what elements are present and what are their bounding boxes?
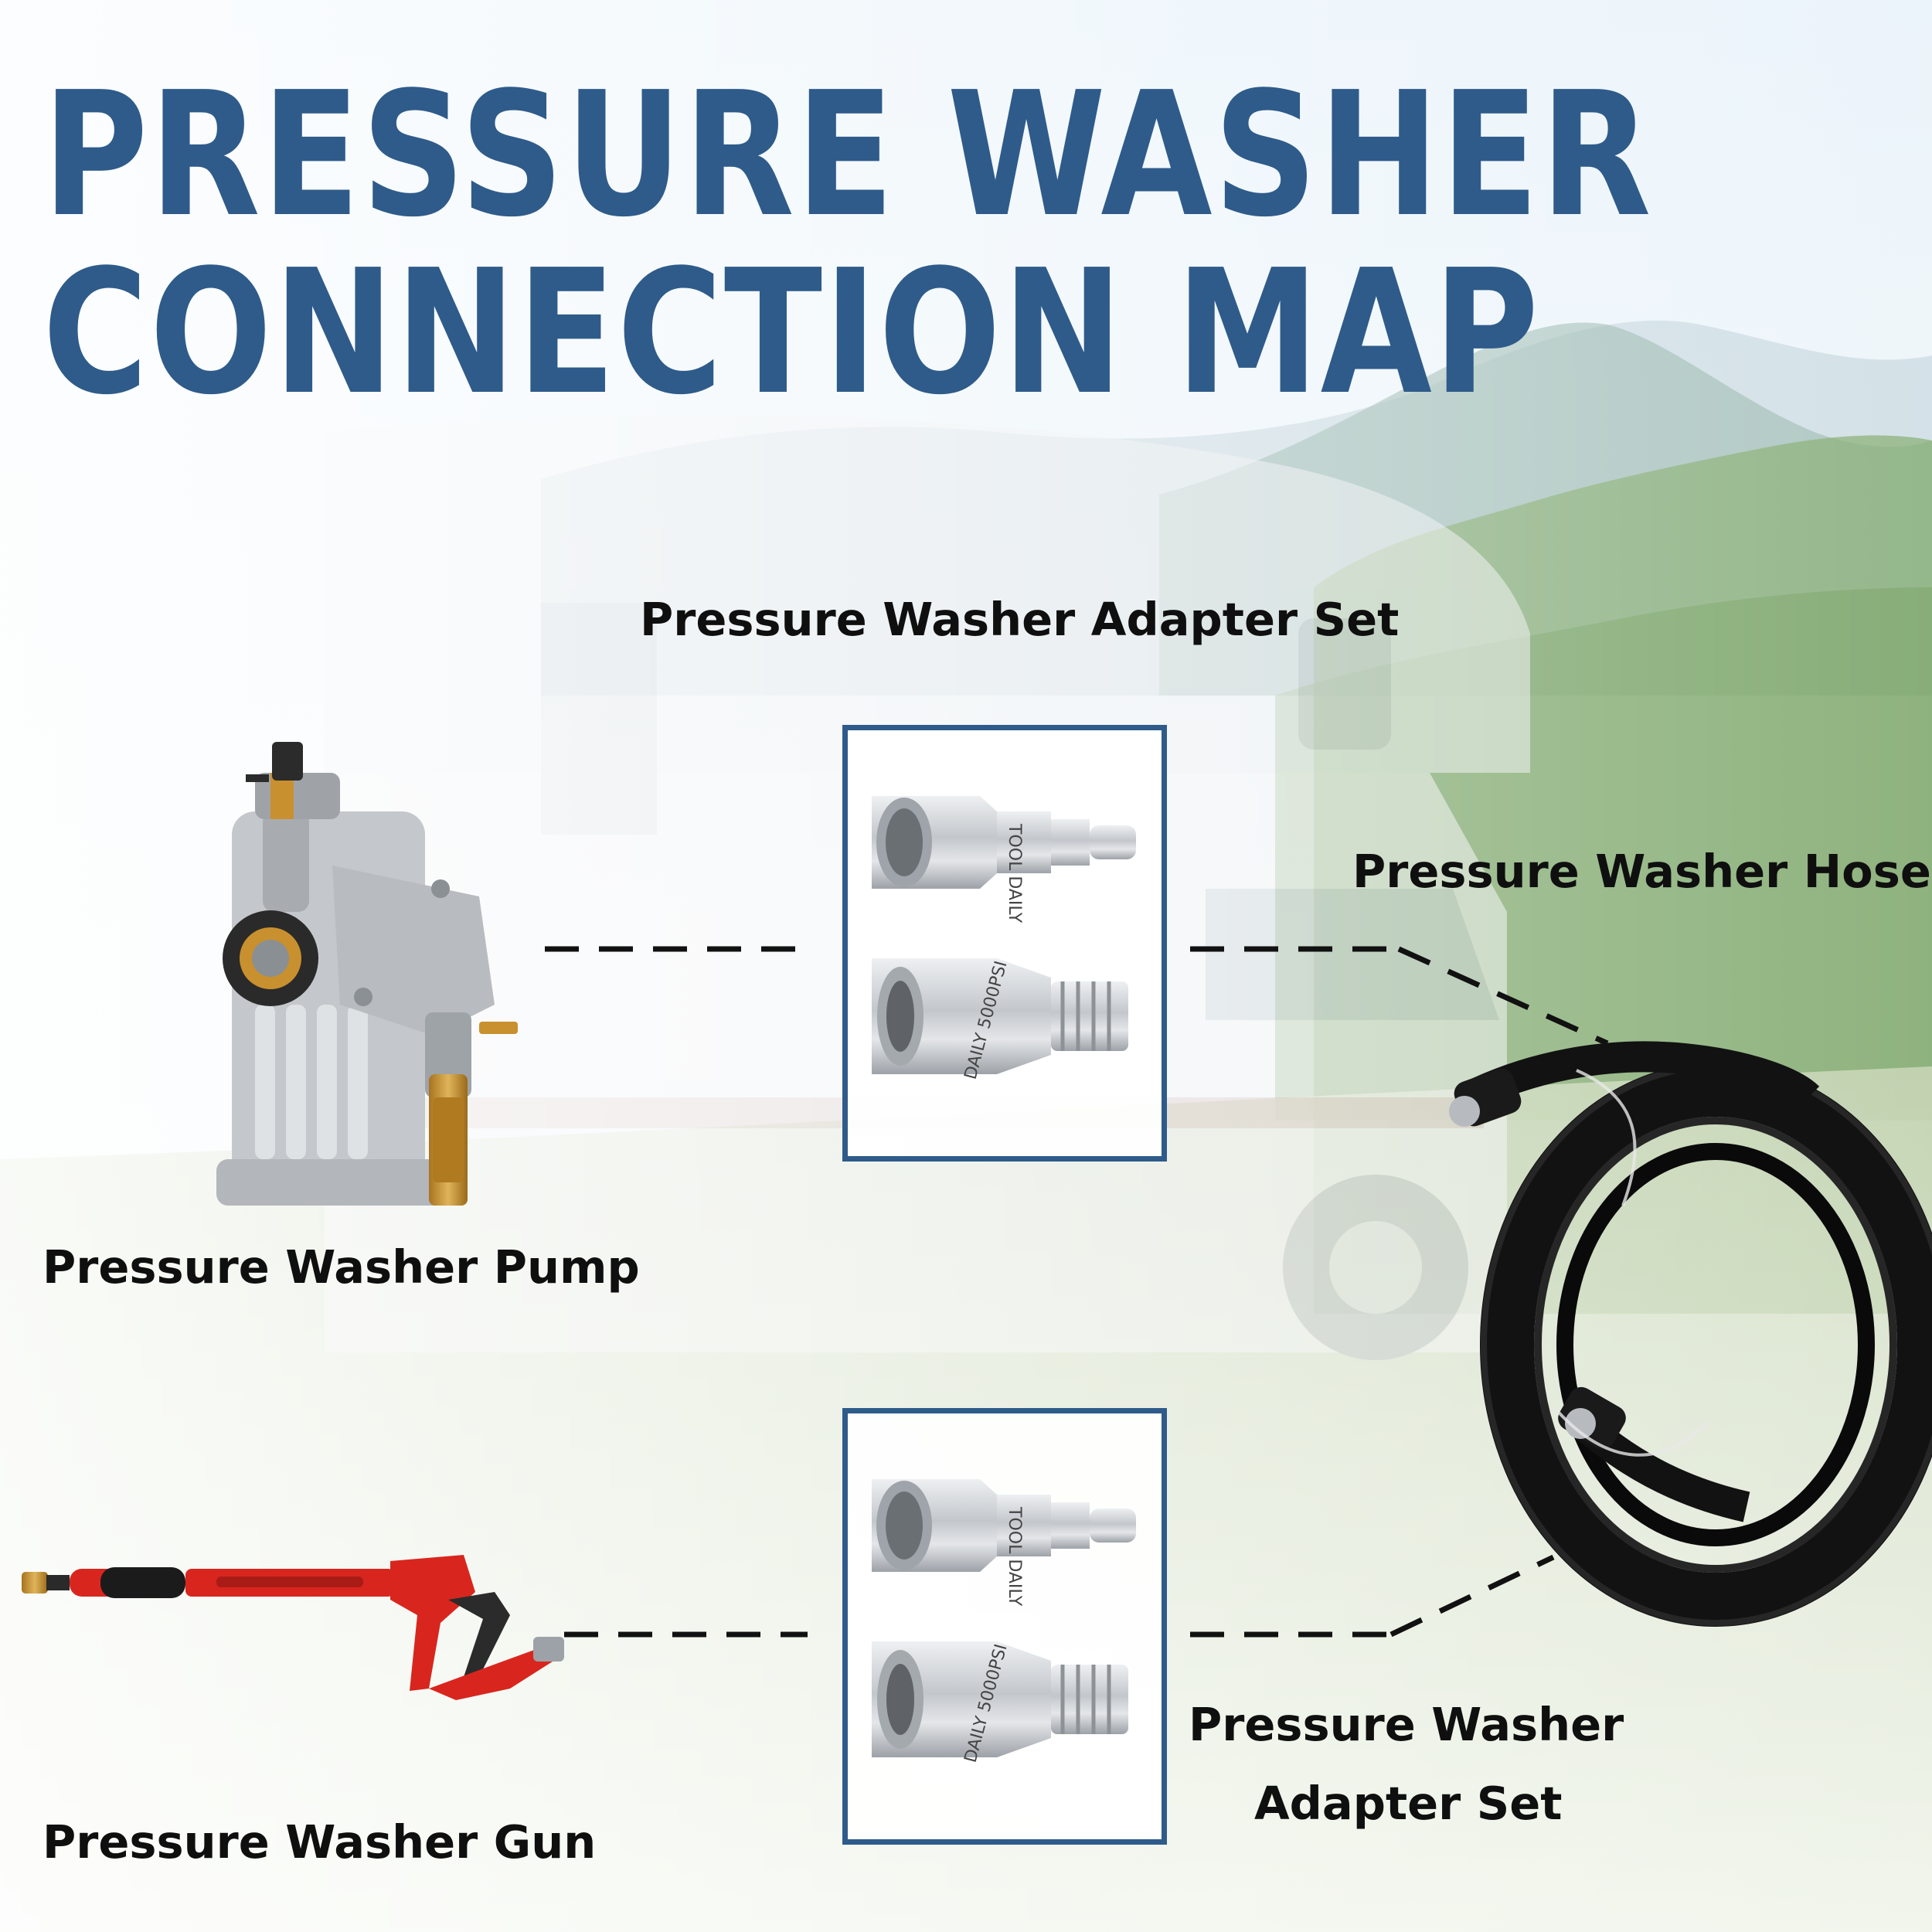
label-adapter-set-bottom-line1: Pressure Washer bbox=[1189, 1698, 1624, 1751]
label-pump: Pressure Washer Pump bbox=[43, 1240, 640, 1294]
label-hose: Pressure Washer Hose bbox=[1352, 845, 1931, 898]
adapter-fitting-icon-bottom-1: TOOL DAILY bbox=[872, 1479, 1136, 1607]
label-adapter-set-top: Pressure Washer Adapter Set bbox=[640, 593, 1400, 646]
adapter-fitting-icon-top-1: TOOL DAILY bbox=[872, 796, 1136, 923]
fitting-brand-text-bottom: TOOL DAILY bbox=[1005, 1506, 1024, 1607]
adapter-fitting-icon-top-2: DAILY 5000PSI bbox=[872, 958, 1128, 1082]
hose-coil-icon bbox=[1449, 1041, 1932, 1627]
title-line-2: CONNECTION MAP bbox=[43, 233, 1540, 433]
pump-illustration bbox=[216, 742, 518, 1206]
connector-adapter-to-hose-2 bbox=[1397, 946, 1609, 1046]
fitting-brand-text-top: TOOL DAILY bbox=[1005, 823, 1024, 923]
title-line-1: PRESSURE WASHER bbox=[43, 56, 1653, 255]
label-adapter-set-bottom-line2: Adapter Set bbox=[1254, 1777, 1563, 1830]
label-gun: Pressure Washer Gun bbox=[43, 1815, 597, 1869]
connector-lines bbox=[545, 946, 1609, 1638]
connector-adapter-to-hose-4 bbox=[1389, 1554, 1555, 1638]
adapter-fitting-icon-bottom-2: DAILY 5000PSI bbox=[872, 1641, 1128, 1765]
spray-gun-illustration bbox=[22, 1555, 564, 1700]
